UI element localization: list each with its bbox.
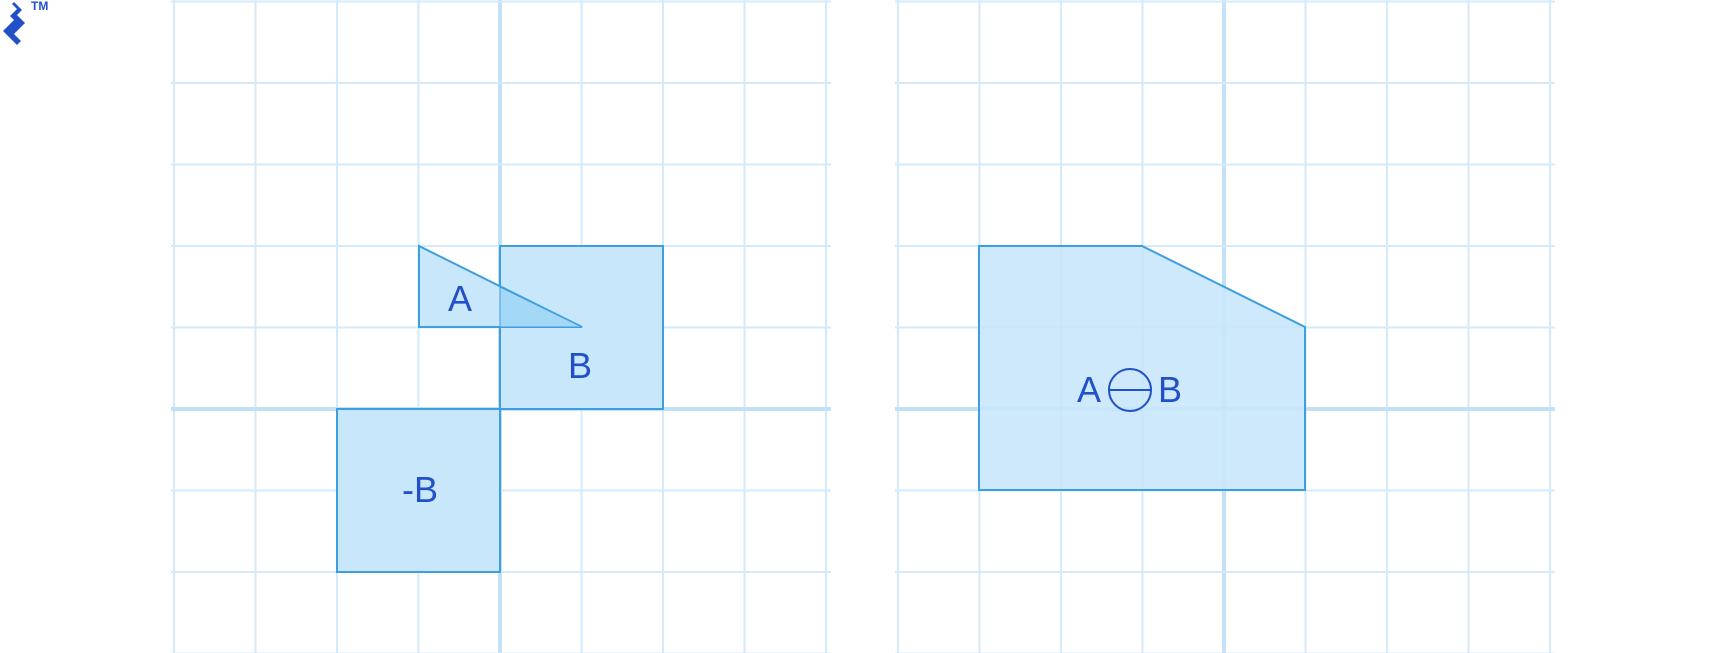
square-neg-b	[336, 408, 501, 573]
overlap-a-b	[499, 286, 583, 328]
circled-minus-icon	[1108, 368, 1152, 412]
label-a: A	[448, 278, 472, 319]
minkowski-operands-panel: A B -B	[171, 0, 831, 653]
toptal-logo: TM	[3, 0, 48, 45]
logo-trademark: TM	[31, 0, 48, 13]
logo-mark-icon	[3, 2, 25, 45]
minkowski-difference-panel: A B	[895, 0, 1555, 653]
label-neg-b: -B	[402, 469, 438, 510]
label-b: B	[1158, 369, 1182, 410]
label-a: A	[1077, 369, 1101, 410]
minkowski-difference-shape	[978, 245, 1306, 491]
label-b: B	[568, 345, 592, 386]
